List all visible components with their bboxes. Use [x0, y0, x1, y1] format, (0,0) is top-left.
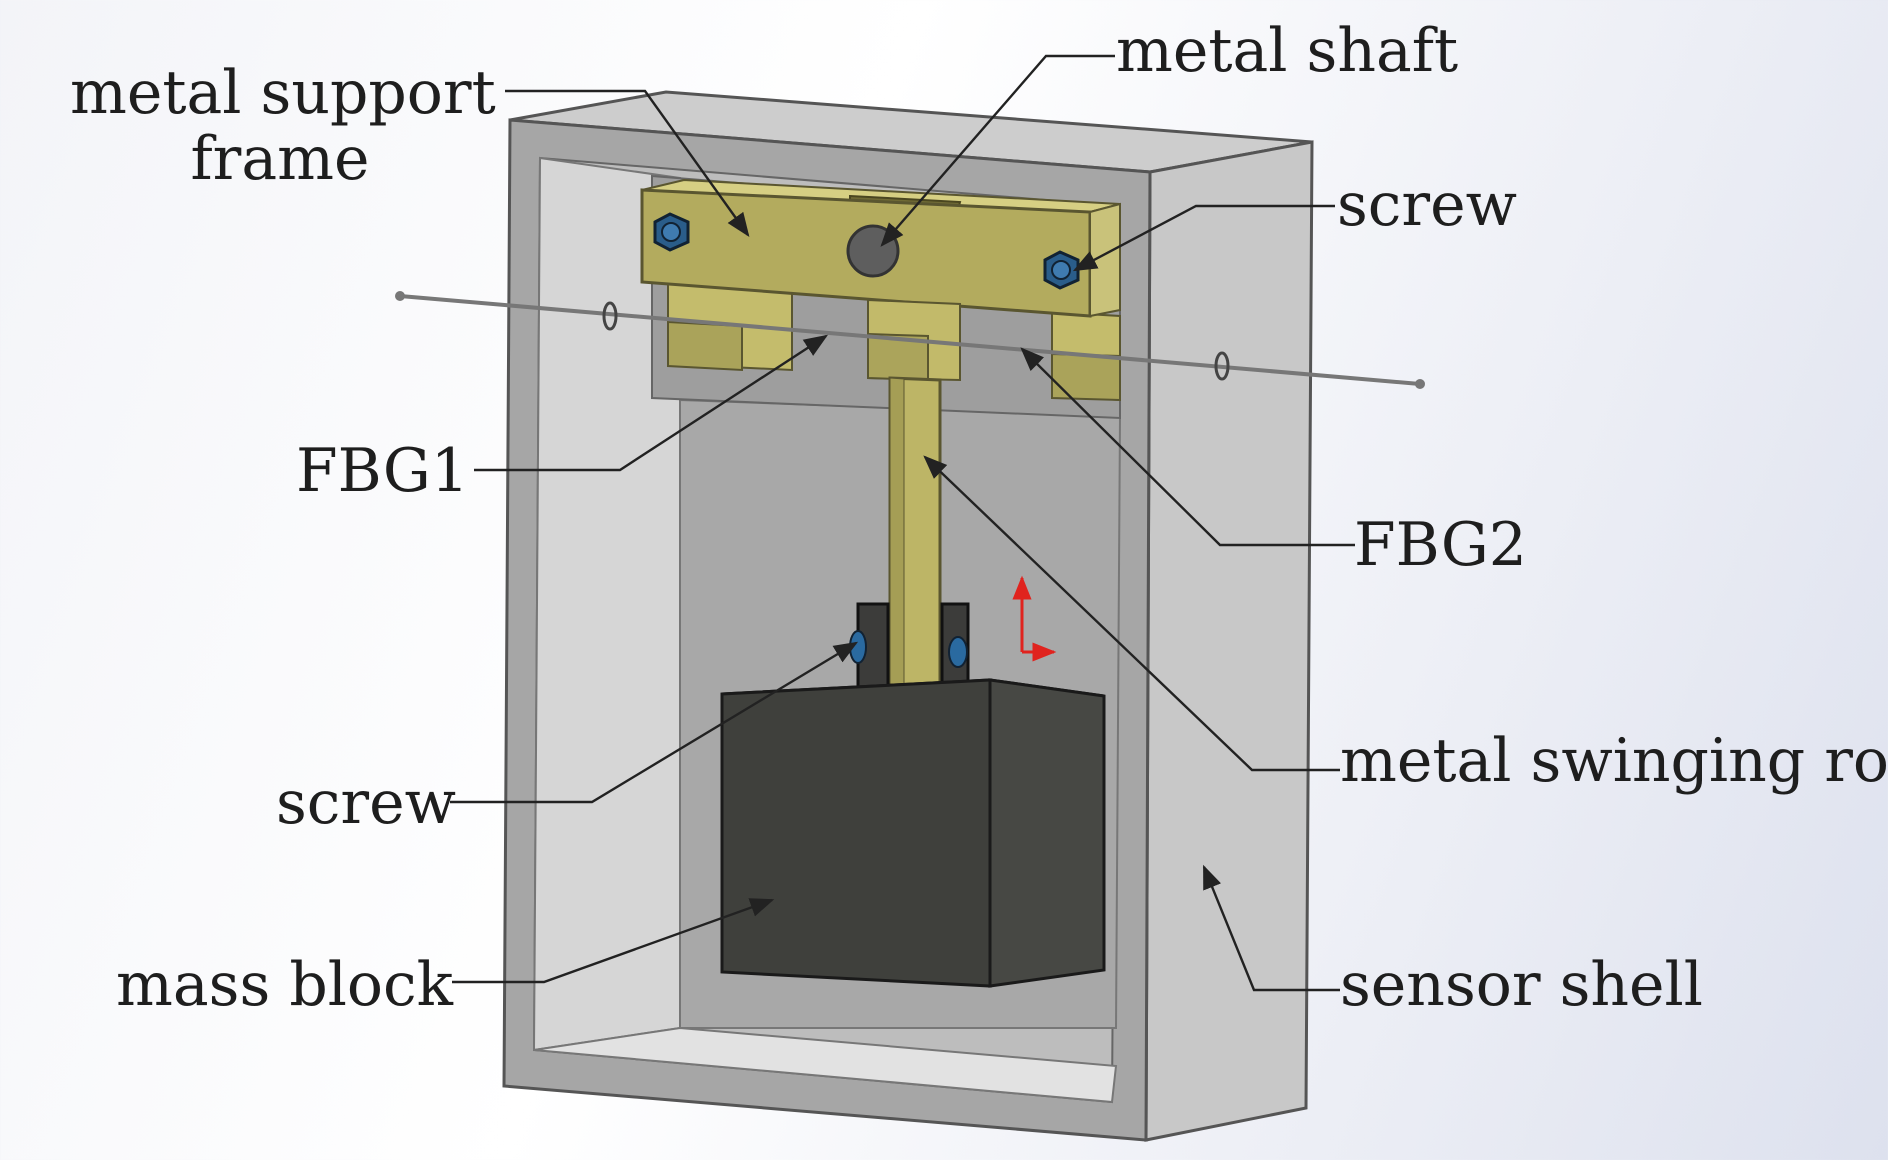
fiber-hole-right	[1214, 351, 1230, 381]
label-mass-block: mass block	[116, 950, 454, 1020]
leader-metal-swinging-rod	[923, 455, 1340, 772]
leader-screw-bottom	[450, 641, 859, 804]
screw-bottom-left	[849, 630, 867, 664]
fiber-end-right	[1415, 379, 1425, 389]
screw-top-left	[653, 212, 690, 252]
label-metal-support-frame-line1: metal support	[70, 58, 496, 128]
leader-metal-support-frame	[505, 89, 750, 237]
screw-bottom-right	[948, 636, 968, 668]
coordinate-axes	[1012, 575, 1057, 662]
mass-block-shape	[720, 678, 1106, 988]
label-metal-swinging-rod: metal swinging rod	[1340, 726, 1888, 796]
label-metal-shaft: metal shaft	[1116, 16, 1459, 86]
fiber-end-left	[395, 291, 405, 301]
label-fbg2: FBG2	[1354, 510, 1527, 580]
fiber-hole-left	[602, 301, 618, 331]
leader-sensor-shell	[1202, 864, 1340, 992]
leader-screw-top	[1072, 204, 1335, 272]
label-sensor-shell: sensor shell	[1340, 950, 1703, 1020]
leader-metal-shaft	[880, 54, 1115, 247]
leader-fbg1	[474, 334, 829, 472]
optical-fiber	[399, 294, 1421, 386]
leader-lines	[450, 54, 1355, 992]
label-screw-top: screw	[1337, 170, 1517, 240]
frame-crossbar-end	[1089, 202, 1121, 318]
metal-swinging-rod	[888, 376, 942, 696]
screw-top-right	[1043, 250, 1080, 290]
label-metal-support-frame: metal support frame	[70, 58, 496, 194]
leader-fbg2	[1020, 347, 1355, 547]
leader-mass-block	[452, 898, 775, 984]
label-fbg1: FBG1	[296, 436, 469, 506]
label-screw-bottom: screw	[276, 768, 456, 838]
shell-inner-floor	[533, 1026, 1118, 1104]
frame-right-foot-front	[1051, 352, 1121, 402]
frame-left-foot-front	[667, 320, 743, 372]
label-metal-support-frame-line2: frame	[190, 124, 370, 194]
